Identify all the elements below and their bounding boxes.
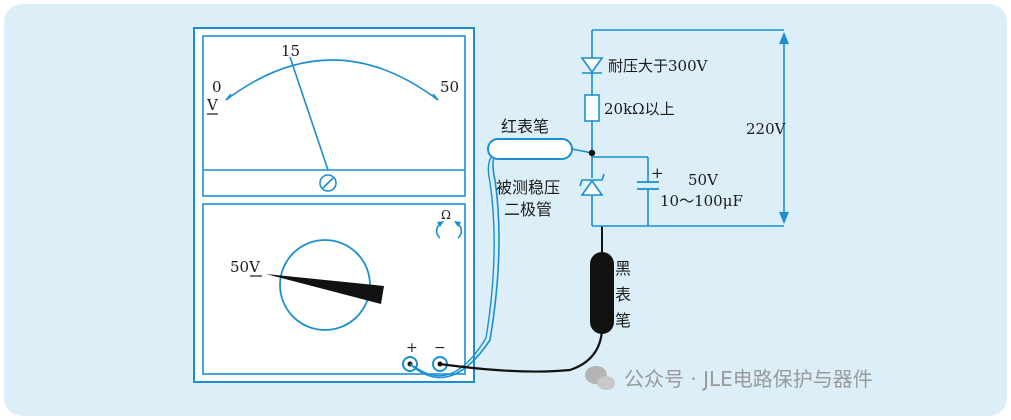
black-probe-wire [439, 329, 604, 373]
series-resistor [584, 94, 600, 122]
black-probe-label-char-3: 笔 [615, 311, 631, 330]
wechat-icon [585, 366, 615, 390]
cap-value-label: 10～100μF [660, 192, 743, 210]
zener-label-line1: 被测稳压 [496, 178, 560, 197]
red-probe-label: 红表笔 [501, 117, 549, 136]
minus-terminal-label: − [434, 340, 446, 356]
scale-tick-left [225, 93, 232, 101]
test-circuit: 耐压大于300V 20kΩ以上 被测稳压 二极管 + 50V 10～100μF … [496, 29, 789, 227]
red-probe-tip [571, 148, 593, 154]
ohm-arrowhead-left-icon [437, 221, 444, 227]
ohm-symbol: Ω [441, 208, 451, 222]
range-selector-pointer [266, 274, 384, 304]
red-probe-handle[interactable] [487, 138, 573, 160]
resistor-label: 20kΩ以上 [604, 100, 675, 118]
black-probe-handle[interactable] [590, 252, 614, 334]
meter-needle [289, 56, 329, 171]
ohm-adjust-knob[interactable]: Ω [435, 208, 463, 239]
black-probe-label-char-1: 黑 [615, 259, 631, 278]
range-label-50v: 50V [230, 258, 261, 276]
watermark: 公众号 · JLE电路保护与器件 [585, 366, 873, 391]
red-probe-wire-inner [413, 149, 501, 377]
cap-plus-label: + [651, 164, 664, 182]
wechat-bubble-small [597, 376, 615, 390]
cap-voltage-label: 50V [688, 171, 719, 189]
scale-unit-v: V [206, 96, 219, 114]
black-probe: 黑 表 笔 [439, 226, 631, 373]
red-probe-wire [409, 147, 506, 379]
voltage-arrowhead-down-icon [779, 212, 789, 224]
scale-tick-right [432, 93, 439, 101]
scale-label-0: 0 [212, 78, 222, 96]
watermark-text: 公众号 · JLE电路保护与器件 [624, 367, 873, 391]
rectifier-diode [580, 55, 604, 95]
plus-terminal-label: + [406, 340, 418, 356]
zero-adjust-slot [322, 177, 334, 189]
multimeter: 15 0 50 V 50V Ω + − [193, 27, 475, 383]
scale-arc [225, 59, 439, 101]
zener-diode [579, 173, 605, 226]
scale-label-50: 50 [440, 78, 459, 96]
scale-label-15: 15 [281, 42, 300, 60]
zener-label-line2: 二极管 [504, 200, 552, 219]
black-probe-label-char-2: 表 [615, 285, 631, 304]
ohm-arrowhead-right-icon [454, 221, 461, 227]
zero-adjust-screw[interactable] [319, 174, 337, 192]
supply-voltage-label: 220V [746, 120, 787, 138]
red-probe: 红表笔 [409, 117, 593, 379]
circuit-junction-dot [588, 149, 596, 157]
voltage-arrowhead-up-icon [779, 32, 789, 44]
rectifier-diode-label: 耐压大于300V [608, 57, 709, 75]
